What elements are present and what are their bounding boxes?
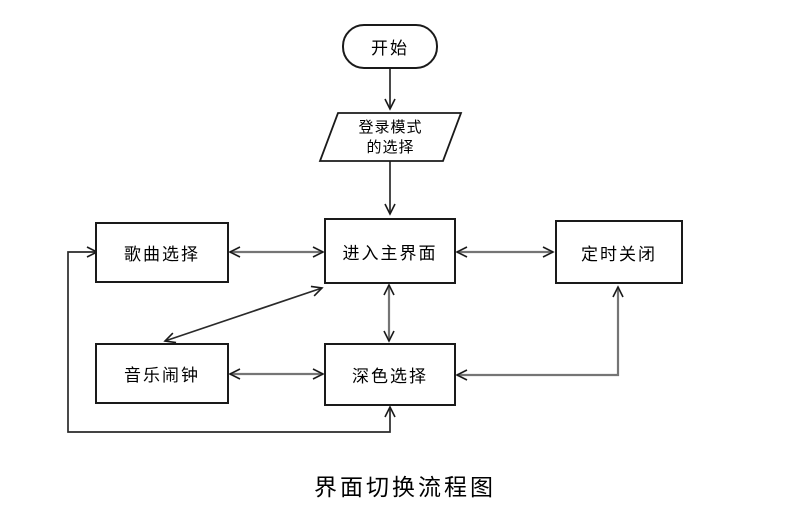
node-song-select: 歌曲选择 [95, 222, 229, 283]
node-dark-select: 深色选择 [324, 343, 456, 406]
node-dark-select-label: 深色选择 [352, 367, 428, 387]
diagram-caption: 界面切换流程图 [314, 475, 496, 501]
edge-song-dark-feedback-elbow [67, 252, 390, 433]
node-main-ui: 进入主界面 [324, 218, 456, 284]
node-main-ui-label: 进入主界面 [342, 243, 438, 264]
node-music-alarm: 音乐闹钟 [95, 343, 229, 404]
node-timer-close: 定时关闭 [555, 220, 683, 284]
parallelogram-shape [318, 112, 463, 162]
node-start-label: 开始 [371, 39, 409, 59]
node-music-alarm-label: 音乐闹钟 [124, 366, 200, 386]
edge-main-alarm-diagonal-two-way [165, 288, 322, 341]
node-login-mode-label: 登录模式 的选择 [358, 117, 422, 158]
node-login-mode-line2: 的选择 [366, 138, 415, 156]
node-song-select-label: 歌曲选择 [124, 245, 200, 265]
node-start: 开始 [342, 24, 438, 69]
node-timer-close-label: 定时关闭 [581, 244, 657, 265]
edge-dark-timer-elbow-two-way [457, 287, 618, 375]
node-login-mode-line1: 登录模式 [358, 117, 423, 136]
node-login-mode: 登录模式 的选择 [318, 112, 463, 162]
